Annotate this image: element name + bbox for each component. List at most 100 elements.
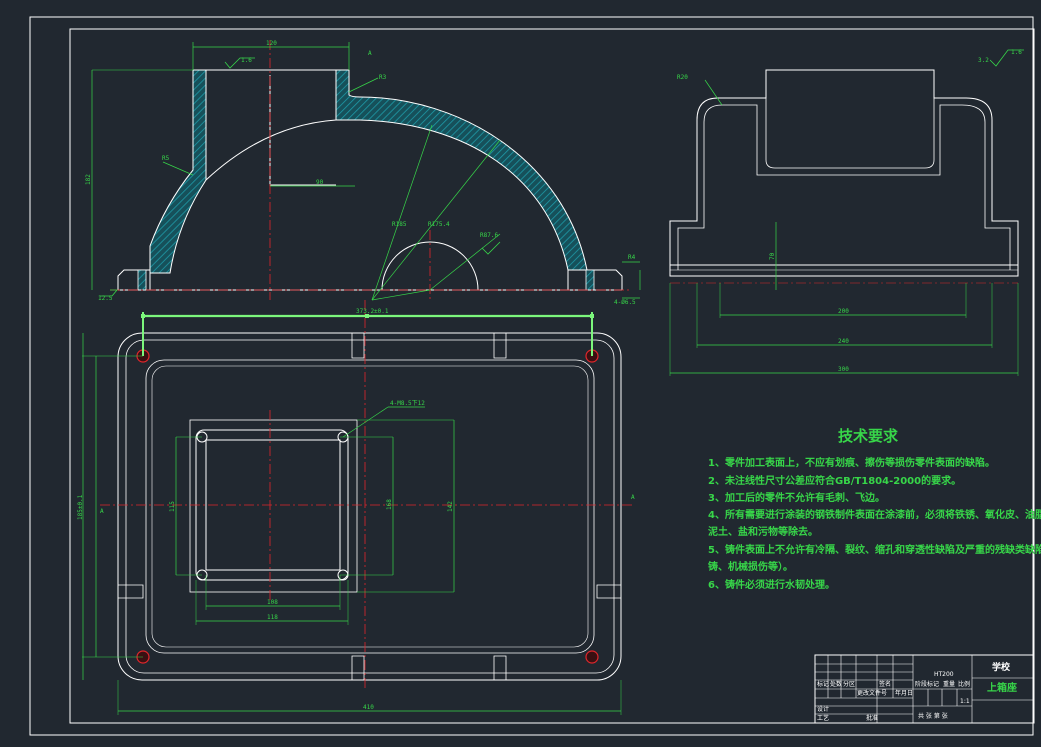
grip-mid[interactable] bbox=[365, 314, 369, 318]
dim-r175: R175.4 bbox=[428, 221, 450, 228]
dim-108: 108 bbox=[267, 599, 278, 606]
flange-right bbox=[567, 269, 623, 290]
leader-r20 bbox=[704, 79, 723, 106]
side-window bbox=[765, 98, 935, 169]
roughness-bottom: 12.5 bbox=[98, 295, 113, 302]
leader-r5 bbox=[162, 161, 194, 176]
leader-r87 bbox=[429, 233, 501, 291]
dim-410: 410 bbox=[363, 704, 374, 711]
tb-part-name: 上箱座 bbox=[987, 681, 1017, 694]
sheet-outer-border bbox=[29, 16, 1034, 736]
label-r5: R5 bbox=[162, 155, 170, 162]
dim-200: 200 bbox=[838, 308, 849, 315]
grip-right[interactable] bbox=[590, 314, 594, 318]
plan-view[interactable]: 373.2±0.1 185±0.1 115 168 142 4-M8.5下12 … bbox=[77, 300, 635, 715]
roughness-symbol-left bbox=[100, 289, 118, 297]
chimney-inner-step bbox=[269, 75, 336, 186]
label-4-hole: 4-Ø6.5 bbox=[614, 299, 636, 306]
leader-r-outer bbox=[371, 139, 501, 301]
tb-zone: 分区 bbox=[843, 680, 855, 688]
dim-r185: R185 bbox=[392, 221, 407, 228]
tb-material: HT200 bbox=[934, 671, 954, 678]
highlighted-dimension-373[interactable]: 373.2±0.1 bbox=[141, 308, 594, 356]
grip-left[interactable] bbox=[141, 314, 145, 318]
dim-185: 185±0.1 bbox=[77, 494, 84, 520]
flange-left-bolt bbox=[137, 269, 147, 291]
tb-stage: 阶段标记 bbox=[915, 680, 939, 688]
tb-sheet: 共 张 第 张 bbox=[918, 712, 948, 720]
dim-70: 70 bbox=[769, 252, 776, 260]
rib-notches bbox=[118, 333, 621, 680]
tech-requirements: 技术要求 1、零件加工表面上，不应有划痕、擦伤等损伤零件表面的缺陷。 2、未注线… bbox=[708, 427, 1041, 591]
leader-r-inner bbox=[371, 124, 433, 301]
plan-inner-2 bbox=[151, 365, 589, 648]
dim-115: 115 bbox=[169, 501, 176, 512]
tech-req-item-6: 6、铸件必须进行水韧处理。 bbox=[708, 578, 835, 591]
label-a-top: A bbox=[368, 50, 372, 57]
section-hatch-wall bbox=[149, 69, 207, 274]
title-block[interactable]: 标记 处数 分区 更改文件号 签名 年月日 设计 工艺 批准 阶段标记 重量 比… bbox=[814, 654, 1034, 724]
tb-count: 处数 bbox=[830, 680, 842, 688]
section-hatch-arc bbox=[335, 69, 588, 271]
plan-outer bbox=[117, 332, 622, 681]
side-view[interactable]: R20 70 200 240 300 3.2 1.6 bbox=[669, 49, 1024, 376]
opening-holes bbox=[196, 431, 349, 581]
section-mark-left: A bbox=[100, 508, 104, 515]
tech-req-item-3: 3、加工后的零件不允许有毛刺、飞边。 bbox=[708, 491, 885, 504]
roughness-side: 3.2 bbox=[978, 57, 989, 64]
tb-mark: 标记 bbox=[817, 680, 829, 688]
dim-240: 240 bbox=[838, 338, 849, 345]
dim-373: 373.2±0.1 bbox=[356, 308, 389, 315]
tb-ratio: 比例 bbox=[958, 680, 970, 688]
tb-weight: 重量 bbox=[943, 680, 955, 688]
inner-cavity-outline bbox=[205, 69, 337, 181]
tech-req-item-2: 2、未注线性尺寸公差应符合GB/T1804-2000的要求。 bbox=[708, 474, 961, 487]
dim-118: 118 bbox=[267, 614, 278, 621]
flange-right-bolt bbox=[585, 269, 595, 291]
side-base bbox=[669, 264, 1019, 277]
label-r3: R3 bbox=[379, 74, 387, 81]
roughness-symbol-side bbox=[989, 49, 1024, 67]
tb-date: 年月日 bbox=[895, 689, 913, 697]
tb-school: 学校 bbox=[992, 661, 1011, 673]
side-ext-lines bbox=[669, 283, 1019, 376]
roughness-top: 1.6 bbox=[241, 57, 252, 64]
tech-req-item-1: 1、零件加工表面上，不应有划痕、擦伤等损伤零件表面的缺陷。 bbox=[708, 456, 995, 469]
tb-scale: 1:1 bbox=[960, 698, 970, 705]
dim-r87: R87.6 bbox=[480, 232, 498, 239]
roughness-symbol-bearing bbox=[481, 241, 501, 255]
plan-outer-2 bbox=[125, 339, 615, 674]
tech-req-item-5: 5、铸件表面上不允许有冷隔、裂纹、缩孔和穿透性缺陷及严重的残缺类缺陷（如欠 bbox=[708, 543, 1041, 556]
tech-req-item-4: 4、所有需要进行涂装的钢铁制件表面在涂漆前，必须将铁锈、氧化皮、油脂、灰尘、 bbox=[708, 508, 1041, 521]
roughness-symbol-top bbox=[224, 57, 255, 69]
dim-142: 142 bbox=[447, 501, 454, 512]
tb-approve: 批准 bbox=[866, 714, 878, 722]
dim-168: 168 bbox=[386, 499, 393, 510]
dim-r20: R20 bbox=[677, 74, 688, 81]
opening-frame bbox=[189, 419, 358, 593]
flange-left bbox=[117, 269, 151, 290]
tech-req-title: 技术要求 bbox=[838, 427, 899, 445]
tb-change: 更改文件号 bbox=[857, 689, 887, 697]
side-inner-profile bbox=[677, 104, 1011, 270]
dim-90: 90 bbox=[316, 179, 324, 186]
label-r4: R4 bbox=[628, 254, 636, 261]
title-block-grid bbox=[815, 655, 1033, 723]
leader-r185 bbox=[371, 289, 431, 301]
dim-120: 120 bbox=[266, 40, 277, 47]
leader-hole-note bbox=[342, 406, 389, 438]
plan-inner bbox=[145, 359, 595, 654]
tb-process: 工艺 bbox=[817, 714, 829, 722]
sheet-inner-border bbox=[69, 28, 1035, 724]
dim-height: 182 bbox=[85, 174, 92, 185]
tb-designer: 设计 bbox=[817, 705, 829, 713]
tech-req-item-4b: 泥土、盐和污物等除去。 bbox=[708, 525, 818, 538]
dim-300: 300 bbox=[838, 366, 849, 373]
tb-sign: 签名 bbox=[879, 680, 891, 688]
front-section-view[interactable]: 120 182 90 R185 R175.4 R87.6 1.6 R3 R5 A… bbox=[85, 40, 641, 306]
side-outer-profile bbox=[669, 69, 1019, 270]
roughness-side-small: 1.6 bbox=[1011, 49, 1022, 56]
hole-note: 4-M8.5下12 bbox=[390, 400, 425, 407]
section-mark-right: A bbox=[631, 494, 635, 501]
